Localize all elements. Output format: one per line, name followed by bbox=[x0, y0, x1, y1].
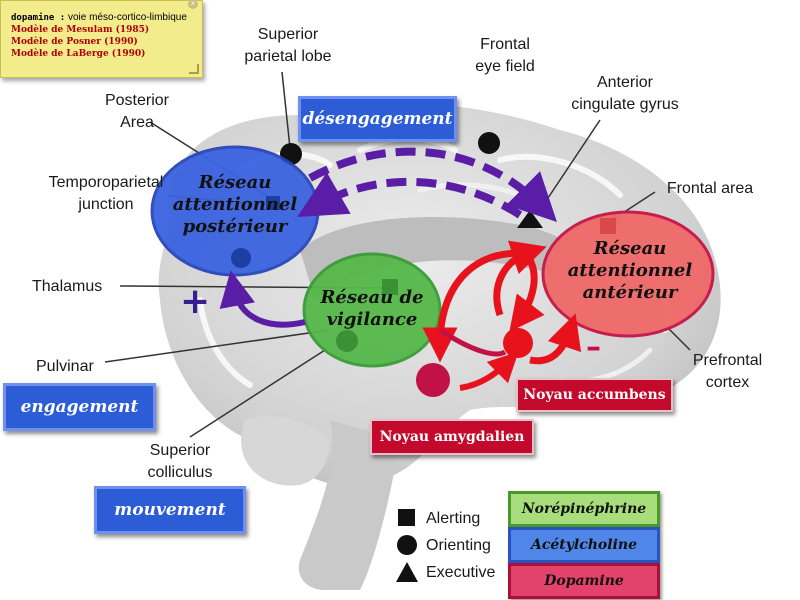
label-line: parietal lobe bbox=[244, 48, 332, 65]
network-line: attentionnel bbox=[567, 260, 693, 281]
label-line: eye field bbox=[475, 58, 535, 75]
vigilance-network-label: Réseau de vigilance bbox=[312, 287, 432, 331]
legend-executive-triangle bbox=[396, 562, 418, 582]
note-pathway-text: voie méso-cortico-limbique bbox=[65, 12, 187, 23]
anterior-square-marker bbox=[600, 218, 616, 234]
label-anterior-cingulate: Anterior cingulate gyrus bbox=[555, 72, 695, 116]
legend-acetylcholine: Acétylcholine bbox=[508, 527, 660, 563]
frontal-eye-circle bbox=[478, 132, 500, 154]
vigilance-to-accumbens-curve bbox=[438, 327, 507, 357]
label-line: Posterior bbox=[104, 92, 170, 109]
desengagement-box: désengagement bbox=[298, 96, 457, 142]
label-temporoparietal: Temporoparietal junction bbox=[36, 172, 176, 216]
label-frontal-area: Frontal area bbox=[666, 180, 754, 197]
close-icon[interactable]: × bbox=[188, 0, 198, 9]
legend-orienting-circle bbox=[397, 535, 417, 555]
label-line: Anterior bbox=[596, 74, 654, 91]
posterior-square-marker bbox=[266, 196, 280, 210]
amygdala-node bbox=[416, 363, 450, 397]
legend-executive-label: Executive bbox=[426, 564, 496, 581]
desengagement-dashed-top bbox=[308, 147, 557, 222]
network-line: antérieur bbox=[582, 282, 678, 303]
accumbens-to-anterior-arrow bbox=[529, 313, 582, 365]
legend-orienting-label: Orienting bbox=[426, 537, 491, 554]
amygdala-accumbens-arrow bbox=[459, 351, 519, 391]
note-dopamine-label: dopamine : bbox=[11, 13, 66, 23]
label-line: junction bbox=[78, 196, 134, 213]
resize-grip-icon[interactable] bbox=[189, 64, 199, 74]
accumbens-node bbox=[503, 328, 533, 358]
noyau-accumbens-box: Noyau accumbens bbox=[516, 378, 673, 412]
label-prefrontal: Prefrontal cortex bbox=[680, 350, 775, 394]
label-line: Temporoparietal bbox=[48, 174, 164, 191]
label-line: cingulate gyrus bbox=[571, 96, 679, 113]
note-posner: Modèle de Posner (1990) bbox=[11, 37, 138, 47]
legend-alerting-square bbox=[398, 509, 415, 526]
label-line: cortex bbox=[705, 374, 750, 391]
label-superior-colliculus: Superior colliculus bbox=[135, 440, 225, 484]
label-line: Prefrontal bbox=[692, 352, 763, 369]
label-line: Superior bbox=[257, 26, 319, 43]
network-line: Réseau de bbox=[320, 287, 424, 308]
sticky-note[interactable]: × dopamine : voie méso-cortico-limbique … bbox=[0, 0, 203, 78]
label-line: Frontal bbox=[480, 36, 530, 53]
label-thalamus: Thalamus bbox=[32, 278, 103, 295]
label-superior-parietal: Superior parietal lobe bbox=[228, 24, 348, 68]
legend-dopamine: Dopamine bbox=[508, 563, 660, 599]
legend-norepinephrine: Norépinéphrine bbox=[508, 491, 660, 527]
desengagement-dashed-bottom bbox=[297, 172, 523, 219]
legend-alerting-label: Alerting bbox=[426, 510, 481, 527]
minus-sign: – bbox=[586, 330, 601, 365]
label-posterior-area: Posterior Area bbox=[92, 90, 182, 134]
vigilance-circle-marker bbox=[336, 330, 358, 352]
network-line: postérieur bbox=[182, 216, 288, 237]
network-line: vigilance bbox=[326, 309, 418, 330]
posterior-network-label: Réseau attentionnel postérieur bbox=[165, 172, 305, 238]
posterior-circle-marker bbox=[231, 248, 251, 268]
noyau-amygdalien-box: Noyau amygdalien bbox=[370, 419, 534, 455]
label-line: colliculus bbox=[147, 464, 213, 481]
mouvement-box: mouvement bbox=[94, 486, 246, 534]
dopamine-arrow-to-anterior bbox=[493, 240, 547, 317]
plus-sign: + bbox=[180, 281, 211, 322]
note-laberge: Modèle de LaBerge (1990) bbox=[11, 49, 146, 59]
label-line: Area bbox=[120, 114, 154, 131]
note-mesulam: Modèle de Mesulam (1985) bbox=[11, 25, 150, 35]
network-line: Réseau bbox=[198, 172, 272, 193]
label-frontal-eye-field: Frontal eye field bbox=[460, 34, 550, 78]
anterior-network-label: Réseau attentionnel antérieur bbox=[560, 238, 700, 304]
network-line: Réseau bbox=[593, 238, 667, 259]
vigilance-square-marker bbox=[382, 279, 398, 295]
network-line: attentionnel bbox=[172, 194, 298, 215]
label-line: Superior bbox=[149, 442, 211, 459]
label-pulvinar: Pulvinar bbox=[36, 358, 94, 375]
dopamine-arrow-down bbox=[509, 258, 545, 332]
vigilance-to-posterior-arrow bbox=[219, 270, 306, 328]
engagement-box: engagement bbox=[3, 383, 156, 431]
